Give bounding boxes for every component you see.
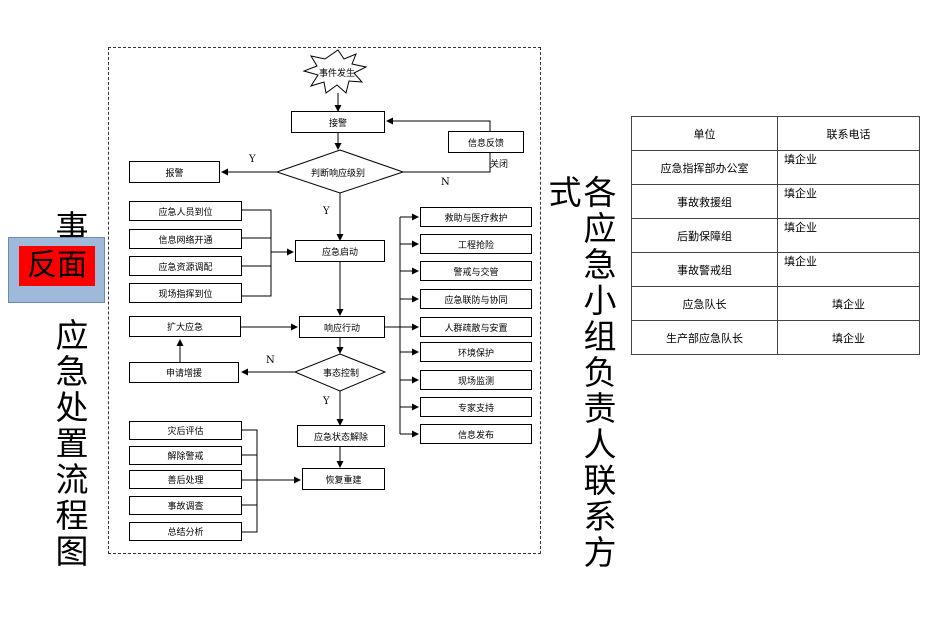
unit-cell: 后勤保障组 bbox=[631, 218, 778, 253]
unit-cell: 事故警戒组 bbox=[631, 252, 778, 287]
flowchart-frame bbox=[108, 47, 541, 554]
header-unit: 单位 bbox=[631, 116, 778, 151]
right-title-char: 组 bbox=[583, 317, 617, 356]
report-alarm-box[interactable]: 报警 bbox=[129, 161, 220, 183]
left-title: 事 应 急 处 置 流 程 图 bbox=[52, 210, 92, 570]
right-title-char: 负 bbox=[583, 353, 617, 392]
unit-cell: 生产部应急队长 bbox=[631, 320, 778, 355]
yes-label-control: Y bbox=[323, 396, 330, 407]
right-title-char: 人 bbox=[583, 425, 617, 464]
right-action-item[interactable]: 专家支持 bbox=[420, 397, 532, 417]
close-label: 关闭 bbox=[490, 160, 509, 170]
right-action-item[interactable]: 现场监测 bbox=[420, 370, 532, 390]
request-support-box[interactable]: 申请增援 bbox=[129, 362, 239, 383]
right-title-char: 方 bbox=[583, 533, 617, 572]
left-title-char: 流 bbox=[55, 460, 89, 499]
phone-cell[interactable]: 填企业 bbox=[777, 286, 920, 321]
left-bottom-item[interactable]: 事故调查 bbox=[129, 496, 242, 515]
left-title-char: 图 bbox=[55, 532, 89, 571]
start-event-label: 事件发生 bbox=[319, 69, 356, 79]
control-label: 事态控制 bbox=[323, 369, 360, 379]
right-action-item[interactable]: 信息发布 bbox=[420, 424, 532, 444]
table-row: 事故警戒组 填企业 bbox=[631, 252, 920, 287]
table-row: 生产部应急队长 填企业 bbox=[631, 320, 920, 355]
left-top-item[interactable]: 现场指挥到位 bbox=[129, 283, 242, 303]
left-bottom-item[interactable]: 解除警戒 bbox=[129, 446, 242, 465]
left-bottom-item[interactable]: 善后处理 bbox=[129, 470, 242, 489]
contacts-table: 单位 联系电话 应急指挥部办公室 填企业 事故救援组 填企业 后勤保障组 填企业… bbox=[631, 116, 920, 355]
table-row: 应急指挥部办公室 填企业 bbox=[631, 150, 920, 185]
table-row: 后勤保障组 填企业 bbox=[631, 218, 920, 253]
unit-cell: 事故救援组 bbox=[631, 184, 778, 219]
table-row: 事故救援组 填企业 bbox=[631, 184, 920, 219]
right-action-item[interactable]: 警戒与交管 bbox=[420, 261, 532, 281]
left-top-item[interactable]: 应急资源调配 bbox=[129, 256, 242, 276]
unit-cell: 应急队长 bbox=[631, 286, 778, 321]
yes-label-judge-left: Y bbox=[249, 154, 256, 165]
flip-side-badge[interactable]: 反面 bbox=[8, 237, 105, 303]
table-row: 应急队长 填企业 bbox=[631, 286, 920, 321]
right-title-char: 联 bbox=[583, 461, 617, 500]
right-action-item[interactable]: 人群疏散与安置 bbox=[420, 317, 532, 337]
right-title-char: 小 bbox=[583, 281, 617, 320]
left-title-char: 应 bbox=[55, 316, 89, 355]
start-star-shape bbox=[302, 49, 368, 94]
expand-response-box[interactable]: 扩大应急 bbox=[129, 316, 241, 337]
yes-label-judge-down: Y bbox=[323, 206, 330, 217]
left-title-char: 程 bbox=[55, 496, 89, 535]
right-action-item[interactable]: 环境保护 bbox=[420, 342, 532, 362]
lift-emergency-box[interactable]: 应急状态解除 bbox=[297, 425, 385, 447]
left-top-item[interactable]: 应急人员到位 bbox=[129, 201, 242, 221]
header-phone: 联系电话 bbox=[777, 116, 920, 151]
judge-label: 判断响应级别 bbox=[311, 169, 366, 179]
right-title-char: 系 bbox=[583, 497, 617, 536]
right-title: 各 应 急 小 组 负 责 人 联 系 方 bbox=[581, 175, 619, 571]
right-action-item[interactable]: 工程抢险 bbox=[420, 234, 532, 254]
no-label-control: N bbox=[266, 355, 275, 366]
left-title-char: 置 bbox=[55, 424, 89, 463]
phone-cell[interactable]: 填企业 bbox=[777, 252, 920, 287]
right-title-char: 应 bbox=[583, 209, 617, 248]
receive-alarm-box[interactable]: 接警 bbox=[291, 111, 385, 133]
phone-cell[interactable]: 填企业 bbox=[777, 150, 920, 185]
recovery-box[interactable]: 恢复重建 bbox=[302, 468, 385, 490]
left-title-char: 处 bbox=[55, 388, 89, 427]
feedback-box[interactable]: 信息反馈 bbox=[448, 131, 524, 153]
left-title-char: 急 bbox=[55, 352, 89, 391]
left-bottom-item[interactable]: 灾后评估 bbox=[129, 421, 242, 440]
phone-cell[interactable]: 填企业 bbox=[777, 320, 920, 355]
flip-side-label: 反面 bbox=[19, 246, 95, 286]
left-bottom-item[interactable]: 总结分析 bbox=[129, 522, 242, 541]
table-header-row: 单位 联系电话 bbox=[631, 116, 920, 151]
right-title-char: 各 bbox=[583, 173, 617, 212]
right-title-char: 急 bbox=[583, 245, 617, 284]
right-title-char: 责 bbox=[583, 389, 617, 428]
response-action-box[interactable]: 响应行动 bbox=[299, 316, 385, 338]
phone-cell[interactable]: 填企业 bbox=[777, 218, 920, 253]
right-action-item[interactable]: 救助与医疗救护 bbox=[420, 207, 532, 227]
no-label-judge-right: N bbox=[441, 177, 450, 188]
phone-cell[interactable]: 填企业 bbox=[777, 184, 920, 219]
unit-cell: 应急指挥部办公室 bbox=[631, 150, 778, 185]
right-action-item[interactable]: 应急联防与协同 bbox=[420, 289, 532, 309]
right-title-prefix: 式 bbox=[548, 173, 582, 212]
start-response-box[interactable]: 应急启动 bbox=[295, 240, 385, 262]
left-top-item[interactable]: 信息网络开通 bbox=[129, 229, 242, 249]
